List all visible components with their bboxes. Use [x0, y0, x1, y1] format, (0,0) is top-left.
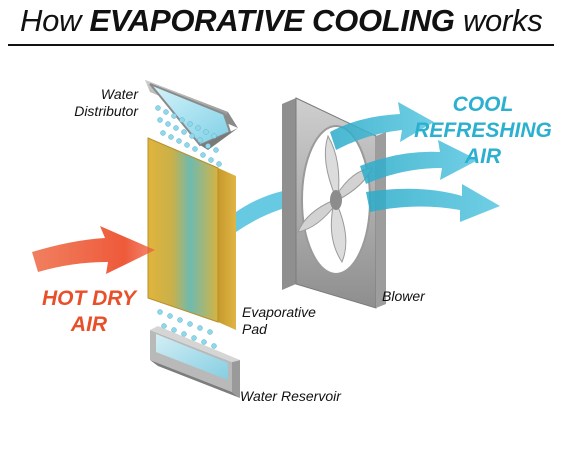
hot-air-arrow: [32, 226, 155, 274]
label-water-distributor-line1: Water: [100, 86, 138, 102]
label-blower: Blower: [382, 288, 425, 304]
label-evaporative-pad-line2: Pad: [242, 321, 267, 337]
title-underline: [8, 44, 554, 46]
title-suffix: works: [454, 3, 543, 38]
water-drops-top: [155, 105, 222, 167]
evaporative-pad: [147, 137, 236, 330]
cool-refreshing-air-label: COOL REFRESHING AIR: [408, 92, 558, 170]
cool-air-line2: REFRESHING: [414, 119, 552, 142]
water-reservoir: [150, 326, 240, 398]
label-evaporative-pad: Evaporative Pad: [242, 304, 316, 338]
hot-dry-air-line1: HOT DRY: [41, 287, 137, 310]
cool-air-arrows: [330, 102, 500, 222]
label-water-reservoir: Water Reservoir: [240, 388, 341, 404]
cool-air-line1: COOL: [452, 93, 514, 116]
hot-dry-air-line2: AIR: [70, 313, 108, 336]
cool-air-line3: AIR: [464, 145, 502, 168]
page-title: How EVAPORATIVE COOLING works: [20, 3, 543, 39]
title-prefix: How: [20, 3, 90, 38]
label-water-distributor-line2: Distributor: [74, 103, 138, 119]
hot-dry-air-label: HOT DRY AIR: [34, 286, 144, 338]
label-evaporative-pad-line1: Evaporative: [242, 304, 316, 320]
blower: [282, 97, 386, 309]
label-water-distributor: Water Distributor: [60, 86, 138, 120]
title-emphasis: EVAPORATIVE COOLING: [89, 3, 455, 38]
water-distributor: [145, 80, 238, 150]
